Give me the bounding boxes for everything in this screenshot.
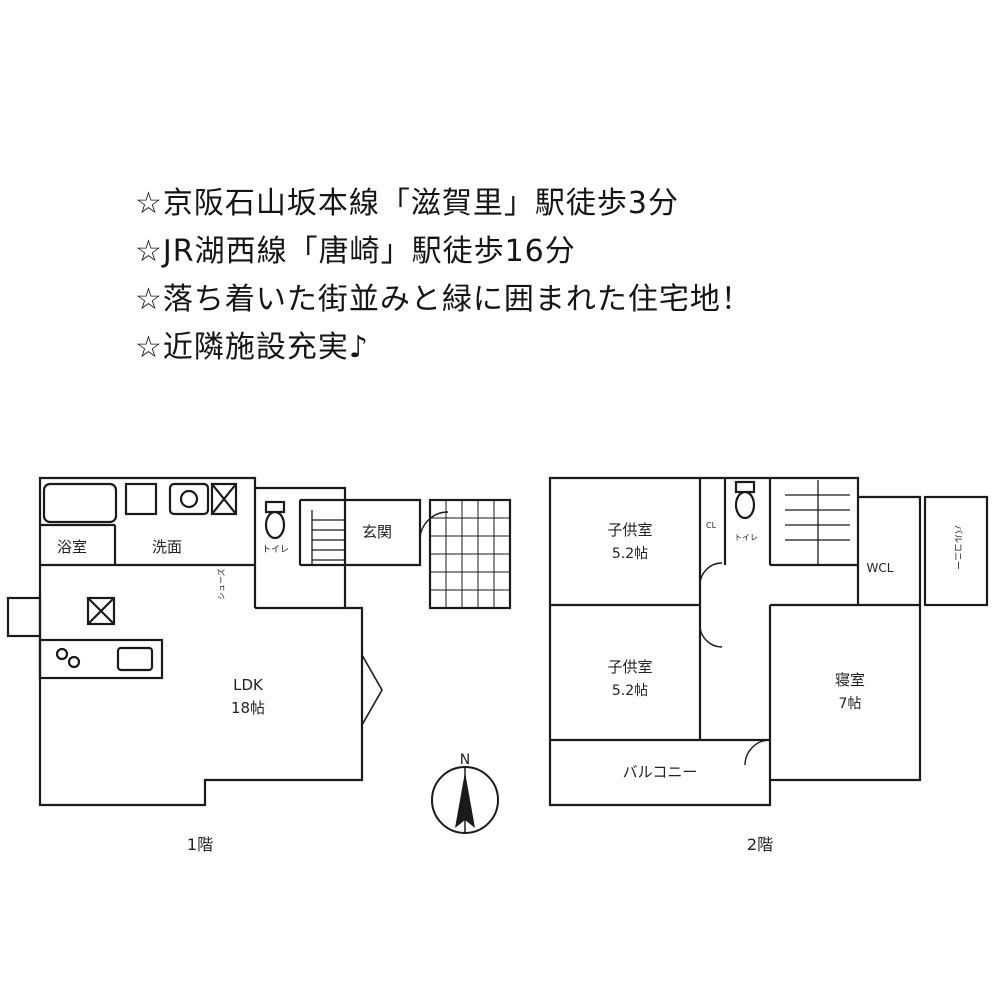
room-label-kids1: 子供室 bbox=[607, 521, 652, 539]
room-label-cl: CL bbox=[706, 521, 717, 530]
compass-north-label: N bbox=[460, 752, 470, 768]
compass-ring bbox=[431, 766, 499, 834]
room-size-kids1: 5.2帖 bbox=[612, 546, 648, 562]
kitchen-counter-shape bbox=[38, 638, 164, 680]
compass: N bbox=[431, 752, 499, 834]
room-label-bedroom: 寝室 bbox=[835, 671, 865, 689]
parapet-shape bbox=[923, 495, 989, 607]
bay-window bbox=[361, 654, 383, 726]
room-size-ldk: 18帖 bbox=[231, 699, 265, 717]
room-label-parapet: バルコニー bbox=[952, 525, 963, 570]
floor1-caption: 1階 bbox=[187, 835, 213, 854]
room-label-toilet2: トイレ bbox=[734, 533, 758, 542]
room-label-entrance: 玄関 bbox=[362, 523, 392, 541]
headline-line-3: ☆落ち着いた街並みと緑に囲まれた住宅地！ bbox=[135, 282, 752, 317]
porch-tile-grid bbox=[430, 500, 510, 608]
toilet-tank-shape bbox=[264, 500, 286, 514]
room-label-toilet: トイレ bbox=[262, 545, 289, 555]
kitchen-sink-shape bbox=[116, 646, 154, 672]
sink-shape bbox=[168, 482, 210, 516]
room-label-kids2: 子供室 bbox=[607, 658, 652, 676]
stove-burner bbox=[67, 655, 81, 669]
floor2-plan bbox=[548, 476, 989, 807]
floor2-outer-wall bbox=[548, 476, 922, 807]
room-label-storage: シューズ bbox=[216, 568, 226, 600]
headline-block: ☆京阪石山坂本線「滋賀里」駅徒歩3分 ☆JR湖西線「唐崎」駅徒歩16分 ☆落ち着… bbox=[135, 180, 895, 372]
room-label-balcony: バルコニー bbox=[623, 763, 698, 781]
room-label-wcl: WCL bbox=[867, 561, 894, 575]
entrance-wall bbox=[345, 498, 422, 567]
room-size-kids2: 5.2帖 bbox=[612, 683, 648, 699]
room-size-bedroom: 7帖 bbox=[839, 696, 862, 712]
storage-cross bbox=[211, 483, 237, 515]
fridge-cross bbox=[87, 597, 115, 625]
headline-line-4: ☆近隣施設充実♪ bbox=[135, 330, 370, 365]
room-label-bath: 浴室 bbox=[57, 538, 87, 556]
toilet-shape bbox=[264, 510, 286, 540]
door-swing bbox=[699, 624, 723, 648]
door-swing bbox=[699, 562, 723, 586]
room-label-ldk: LDK bbox=[233, 676, 264, 694]
floor1-plan bbox=[6, 476, 512, 807]
toilet-tank-shape bbox=[734, 480, 756, 494]
bathtub-shape bbox=[42, 482, 118, 524]
headline-line-1: ☆京阪石山坂本線「滋賀里」駅徒歩3分 bbox=[135, 186, 679, 221]
storage-shape bbox=[210, 482, 238, 516]
washer-shape bbox=[124, 482, 158, 516]
floor1-side-door bbox=[6, 596, 42, 638]
stove-burner bbox=[55, 647, 69, 661]
toilet-shape bbox=[734, 490, 756, 520]
fridge-shape bbox=[86, 596, 116, 626]
room-label-washroom: 洗面 bbox=[152, 538, 182, 556]
balcony-door-swing bbox=[744, 739, 771, 766]
stairs-outline bbox=[300, 498, 345, 567]
stairs-steps bbox=[311, 510, 345, 565]
floor2-stairs-steps bbox=[785, 480, 850, 565]
sink-bowl-shape bbox=[179, 489, 199, 509]
entrance-door-swing bbox=[419, 511, 449, 541]
headline-line-2: ☆JR湖西線「唐崎」駅徒歩16分 bbox=[135, 234, 576, 269]
floor2-caption: 2階 bbox=[747, 835, 773, 854]
floor1-outer-wall bbox=[38, 476, 364, 807]
